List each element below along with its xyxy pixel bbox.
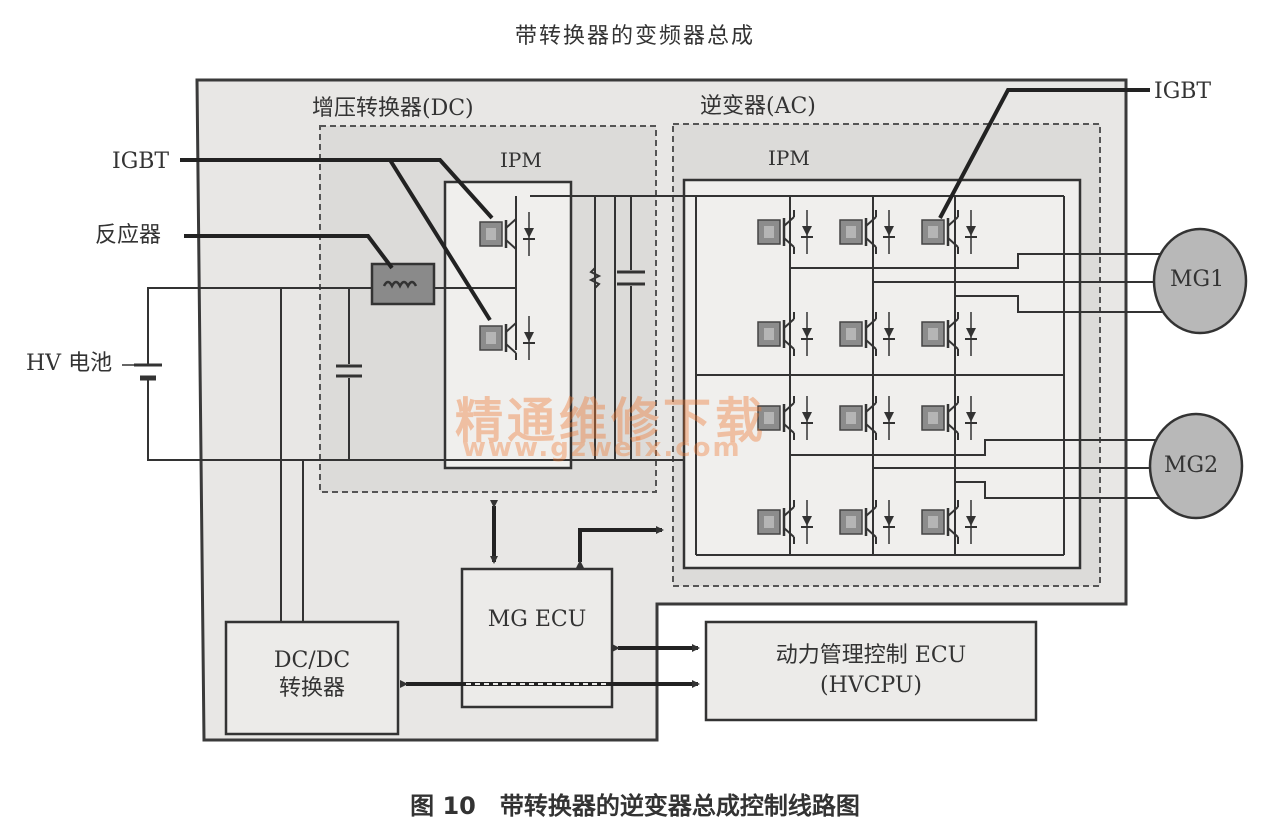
- reactor-leader: [184, 234, 394, 270]
- igbt-left-label: IGBT: [112, 149, 170, 174]
- hvcpu-label-line1: 动力管理控制 ECU: [775, 643, 967, 668]
- ipm-left-box: [443, 180, 573, 470]
- diagram-title: 带转换器的变频器总成: [514, 24, 755, 49]
- watermark-url: www.gzweix.com: [462, 433, 742, 463]
- mg2-motor: [1148, 412, 1244, 520]
- mg2-label: MG2: [1164, 453, 1219, 478]
- hvcpu-label-line2: (HVCPU): [819, 673, 923, 698]
- reactor: [370, 262, 436, 306]
- mg1-label: MG1: [1170, 267, 1225, 292]
- watermark-text: 精通维修下载: [455, 393, 768, 449]
- igbt-right-leader: [938, 88, 1150, 219]
- reactor-label: 反应器: [95, 223, 162, 248]
- boost-section-label: 增压转换器(DC): [312, 96, 474, 121]
- mg-ecu-box: [460, 567, 614, 709]
- igbt-left-leader: [180, 158, 494, 220]
- battery-label: HV 电池: [26, 351, 113, 376]
- dcdc-label-line2: 转换器: [278, 676, 345, 701]
- figure-caption: 图 10 带转换器的逆变器总成控制线路图: [410, 792, 860, 820]
- igbt-left-leader-2: [388, 158, 492, 322]
- mg-ecu-label: MG ECU: [487, 607, 587, 632]
- hvcpu-box: [704, 620, 1038, 722]
- dcdc-box: [224, 620, 400, 736]
- ipm-left-label: IPM: [500, 148, 542, 172]
- inverter-section-label: 逆变器(AC): [700, 94, 816, 119]
- dcdc-label-line1: DC/DC: [273, 648, 351, 673]
- mg1-motor: [1152, 227, 1248, 335]
- igbt-right-label: IGBT: [1154, 79, 1212, 104]
- ipm-right-label: IPM: [768, 146, 810, 170]
